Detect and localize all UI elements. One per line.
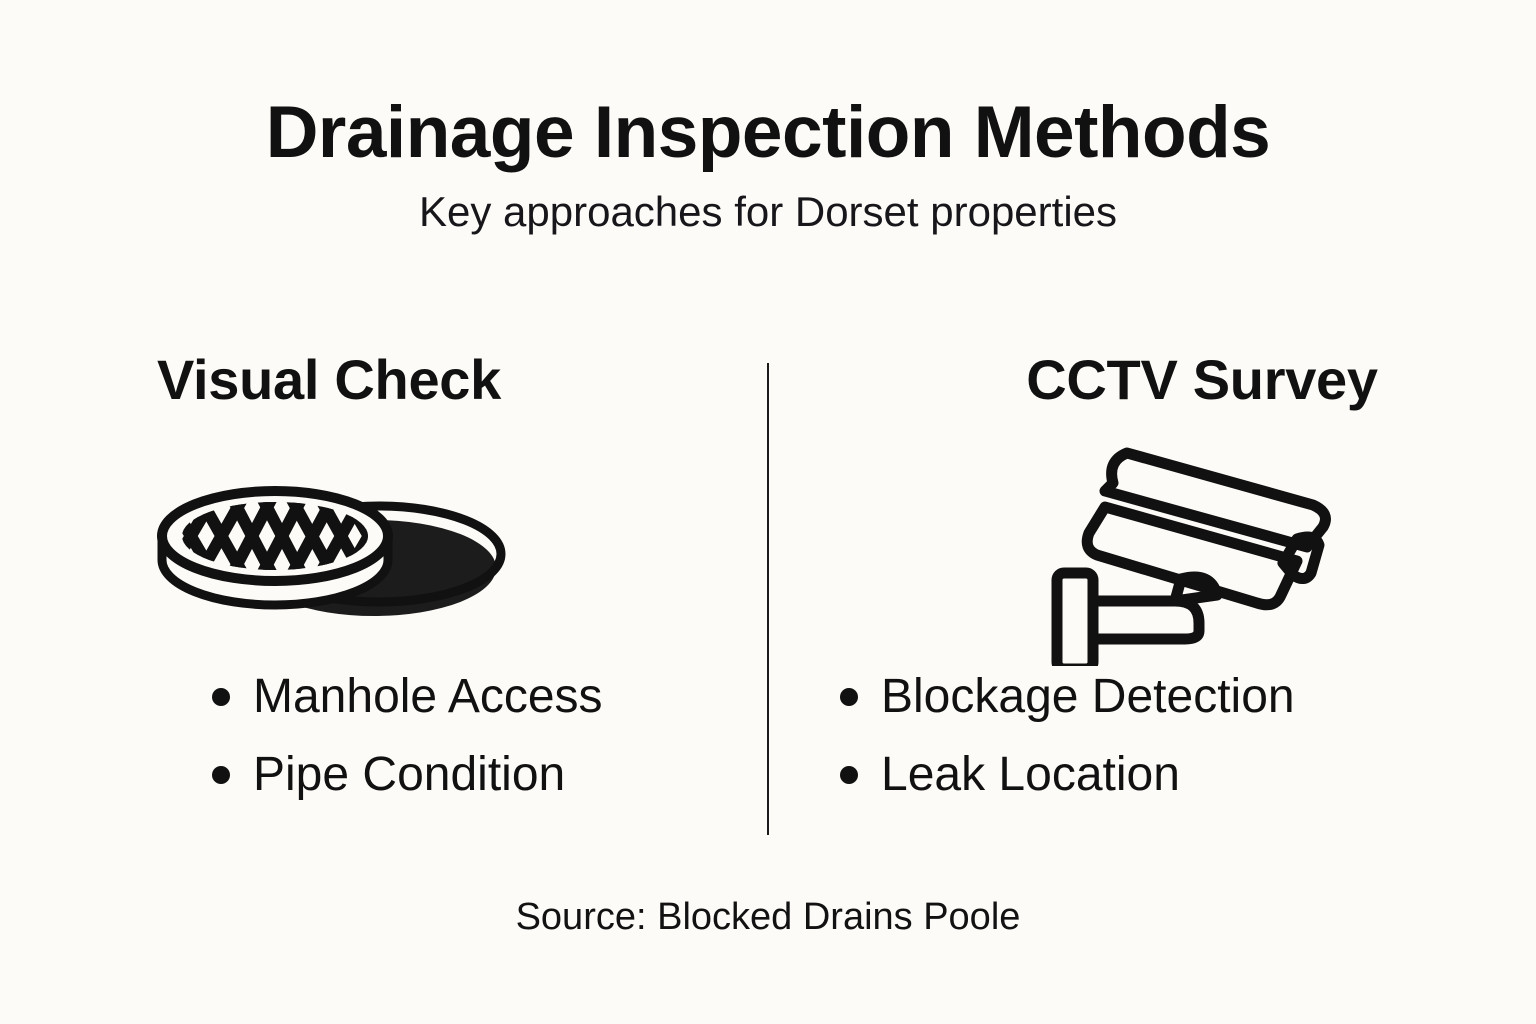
list-item: Pipe Condition xyxy=(212,736,768,814)
manhole-cover-icon xyxy=(156,486,505,616)
cctv-camera-icon xyxy=(1051,447,1331,666)
cctv-camera-icon-wrap xyxy=(768,428,1536,666)
page-subtitle: Key approaches for Dorset properties xyxy=(418,188,1118,236)
column-heading-cctv-survey: CCTV Survey xyxy=(1026,348,1378,411)
list-item: Manhole Access xyxy=(212,658,768,736)
column-divider xyxy=(767,363,769,835)
source-attribution: Source: Blocked Drains Poole xyxy=(515,896,1021,938)
list-item: Blockage Detection xyxy=(840,658,1536,736)
bullet-dot-icon xyxy=(212,766,230,784)
header: Drainage Inspection Methods Key approach… xyxy=(0,92,1536,236)
bullet-dot-icon xyxy=(212,688,230,706)
list-item-label: Manhole Access xyxy=(253,670,603,723)
manhole-cover-icon-wrap xyxy=(0,428,768,658)
column-heading-visual-check: Visual Check xyxy=(157,348,501,411)
bullet-list-cctv-survey: Blockage Detection Leak Location xyxy=(840,658,1536,814)
column-cctv-survey: CCTV Survey xyxy=(768,352,1536,852)
bullet-dot-icon xyxy=(840,766,858,784)
list-item-label: Blockage Detection xyxy=(881,670,1295,723)
bullet-list-visual-check: Manhole Access Pipe Condition xyxy=(212,658,768,814)
footer: Source: Blocked Drains Poole xyxy=(0,896,1536,939)
column-visual-check: Visual Check xyxy=(0,352,768,852)
page-title: Drainage Inspection Methods xyxy=(265,92,1271,173)
bullet-dot-icon xyxy=(840,688,858,706)
list-item-label: Leak Location xyxy=(881,748,1180,801)
list-item-label: Pipe Condition xyxy=(253,748,566,801)
columns-container: Visual Check xyxy=(0,352,1536,852)
list-item: Leak Location xyxy=(840,736,1536,814)
